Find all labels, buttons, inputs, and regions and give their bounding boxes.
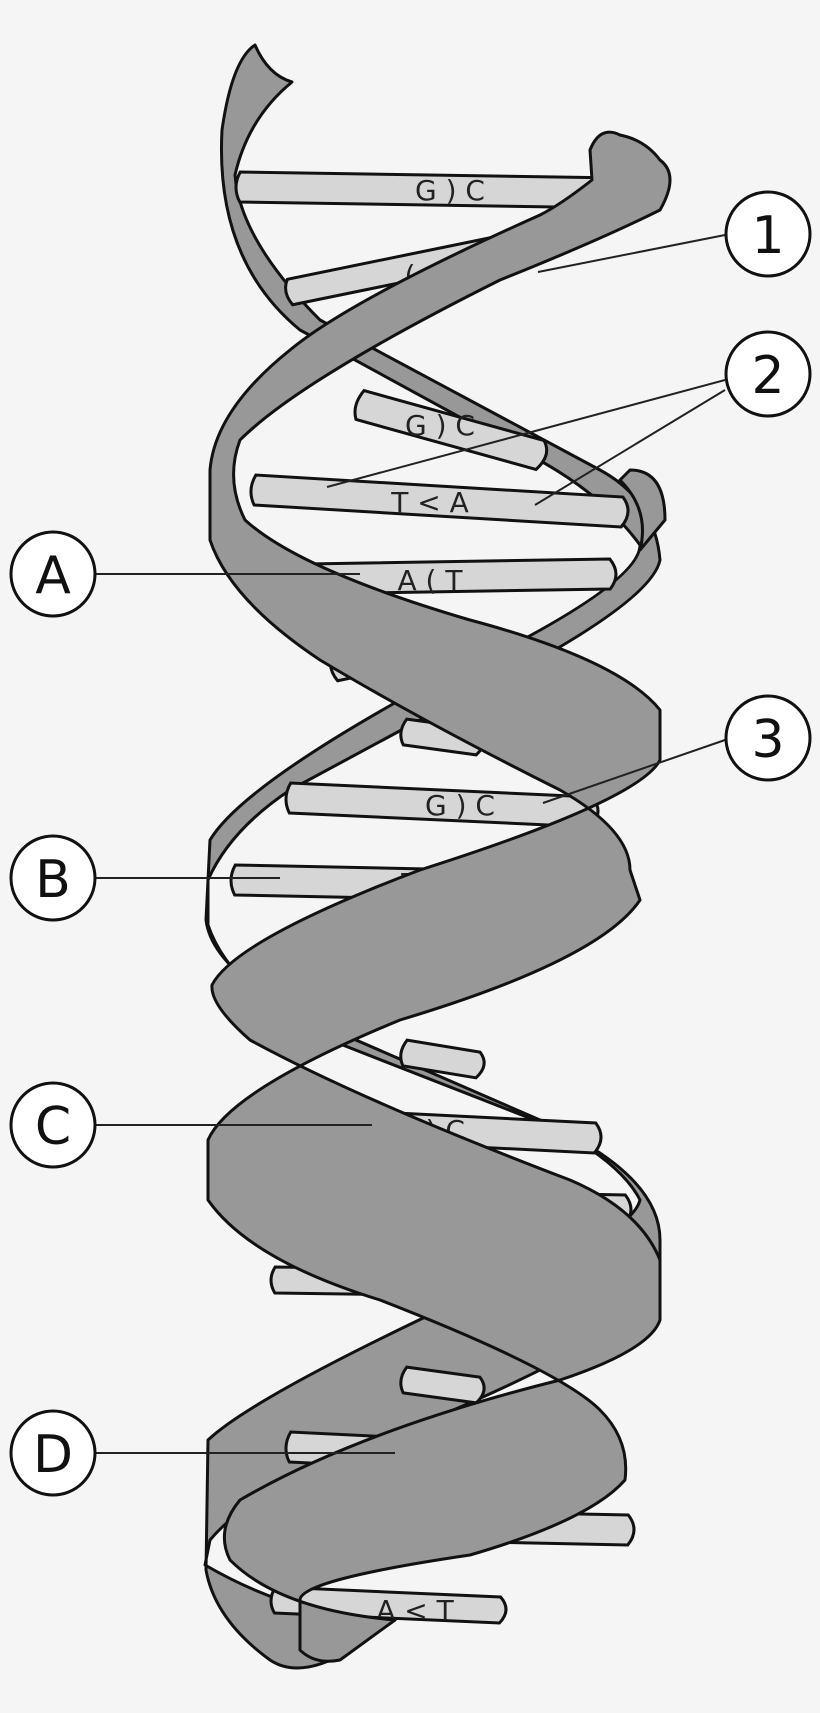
front-backbone-strand [206, 130, 672, 1663]
base-pair-bar [249, 473, 630, 529]
base-pair-11 [399, 1038, 486, 1080]
callout-1-label: 1 [751, 206, 784, 266]
leader-lines [95, 234, 726, 1454]
base-pair-label: G ) C [415, 174, 485, 207]
callout-2-label: 2 [751, 346, 784, 406]
callout-a: A [9, 530, 97, 618]
callout-2: 2 [724, 330, 812, 418]
callout-3-label: 3 [751, 710, 784, 770]
base-pair-3: G ) C [353, 388, 549, 472]
base-pair-bar [399, 1365, 486, 1405]
base-pair-label: G ) C [425, 789, 495, 822]
base-pair-bar [399, 1038, 486, 1080]
callout-a-label: A [35, 546, 71, 606]
callout-d: D [9, 1409, 97, 1497]
callout-c: C [9, 1081, 97, 1169]
base-pair-label: G ) C [405, 409, 475, 442]
callout-3: 3 [724, 694, 812, 782]
base-pair-8: G ) C [284, 781, 600, 829]
base-pair-bar [353, 388, 549, 472]
base-pair-4: T < A [249, 473, 630, 529]
callout-c-label: C [35, 1097, 71, 1157]
lettered-callouts: A B C D [9, 530, 97, 1497]
callout-1: 1 [724, 190, 812, 278]
base-pair-15 [399, 1365, 486, 1405]
base-pair-label: T < A [390, 486, 469, 519]
callout-d-label: D [33, 1425, 73, 1485]
callout-b-label: B [35, 850, 71, 910]
numbered-callouts: 1 2 3 [724, 190, 812, 782]
base-pair-label: A ( T [398, 564, 464, 597]
callout-b: B [9, 834, 97, 922]
